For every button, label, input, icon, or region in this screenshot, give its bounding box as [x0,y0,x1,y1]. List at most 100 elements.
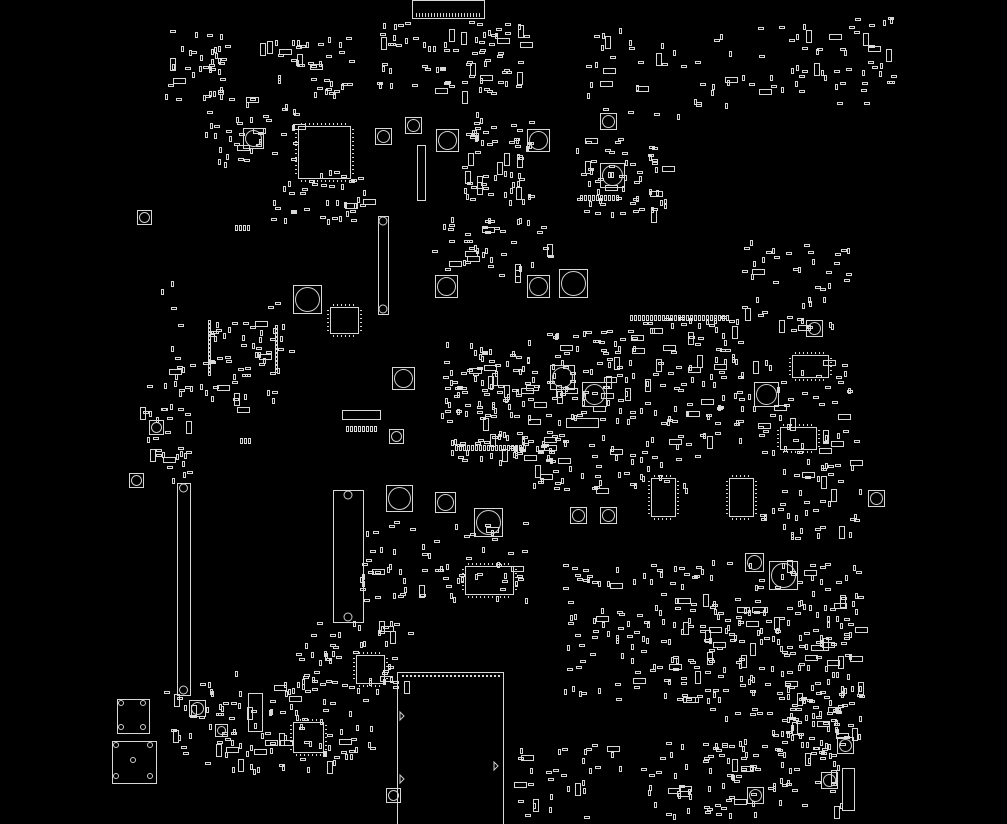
pin [815,352,816,354]
smd-pad [589,444,595,447]
smd-pad [270,709,273,715]
smd-pad [475,127,481,130]
pin [345,123,346,125]
smd-pad [831,489,837,502]
smd-pad [848,388,851,394]
smd-pad [449,240,455,243]
resistor-array-pad [208,336,211,340]
resistor-array-pad [235,225,238,231]
smd-pad [506,435,509,441]
smd-pad [719,371,725,374]
pin [309,123,310,125]
smd-pad [851,465,854,471]
smd-pad [588,181,591,187]
smd-pad [729,320,735,323]
smd-pad [483,187,489,190]
inductor-25 [747,787,764,804]
smd-pad [349,60,355,63]
pin [470,675,472,677]
smd-pad [859,695,865,698]
smd-pad [594,486,600,489]
resistor-array-pad [455,445,458,451]
smd-pad [662,166,675,172]
smd-pad [485,59,491,62]
smd-pad [179,391,182,397]
smd-pad [220,94,223,100]
smd-pad [753,406,756,412]
smd-pad [462,459,468,462]
smd-pad [171,281,174,287]
smd-pad [819,403,825,406]
smd-pad [510,172,513,178]
pin [654,518,655,520]
smd-pad [250,326,256,329]
smd-pad [688,659,694,662]
smd-pad [460,442,466,445]
pin [462,589,464,590]
smd-pad [444,42,447,48]
pin [434,13,435,17]
smd-pad [462,91,468,104]
smd-pad [713,692,716,698]
smd-pad [704,806,710,809]
smd-pad [720,34,723,40]
smd-pad [722,333,725,339]
smd-pad [445,268,451,271]
pin [515,569,517,570]
smd-pad [723,667,726,673]
smd-pad [732,326,738,339]
pin [726,493,728,494]
smd-pad [812,591,815,597]
smd-pad [753,754,759,757]
smd-pad [291,210,297,213]
inductor-25-body [747,787,764,804]
smd-pad [270,338,276,341]
smd-pad [787,646,793,649]
smd-pad [296,46,302,49]
smd-pad [824,75,827,81]
component-pad-layer [140,17,897,820]
smd-pad [760,628,763,634]
smd-pad [646,381,649,387]
smd-pad [581,173,587,176]
smd-pad [655,605,658,611]
smd-pad [511,241,517,244]
smd-pad [205,132,208,138]
smd-pad [789,768,792,774]
smd-pad [779,320,785,333]
inductor-31 [570,507,587,524]
smd-pad [730,639,736,642]
smd-pad [754,812,757,818]
smd-pad [383,679,386,685]
smd-pad [171,307,177,310]
smd-pad [302,684,305,690]
pin [466,675,468,677]
smd-pad [548,778,554,781]
resistor-array-pad [646,315,649,321]
smd-pad [233,398,239,401]
resistor-array-pad [475,445,478,451]
smd-pad [591,160,597,163]
smd-pad [713,642,726,648]
smd-pad [602,622,605,628]
smd-pad [396,44,402,47]
smd-pad [309,741,312,747]
smd-pad [278,348,284,351]
smd-pad [586,65,592,68]
inductor-7-coil [552,367,573,388]
smd-pad [689,336,695,339]
pin [658,475,659,477]
smd-pad [275,40,278,46]
smd-pad [658,362,664,365]
smd-pad [176,454,179,460]
smd-pad [512,389,518,392]
pin [726,481,728,482]
pin [341,304,342,306]
smd-pad [443,376,449,379]
resistor-array-pad [471,445,474,451]
inductor-21-coil [602,115,615,128]
smd-pad [459,574,465,577]
pin [327,318,329,319]
smd-pad [241,344,247,347]
